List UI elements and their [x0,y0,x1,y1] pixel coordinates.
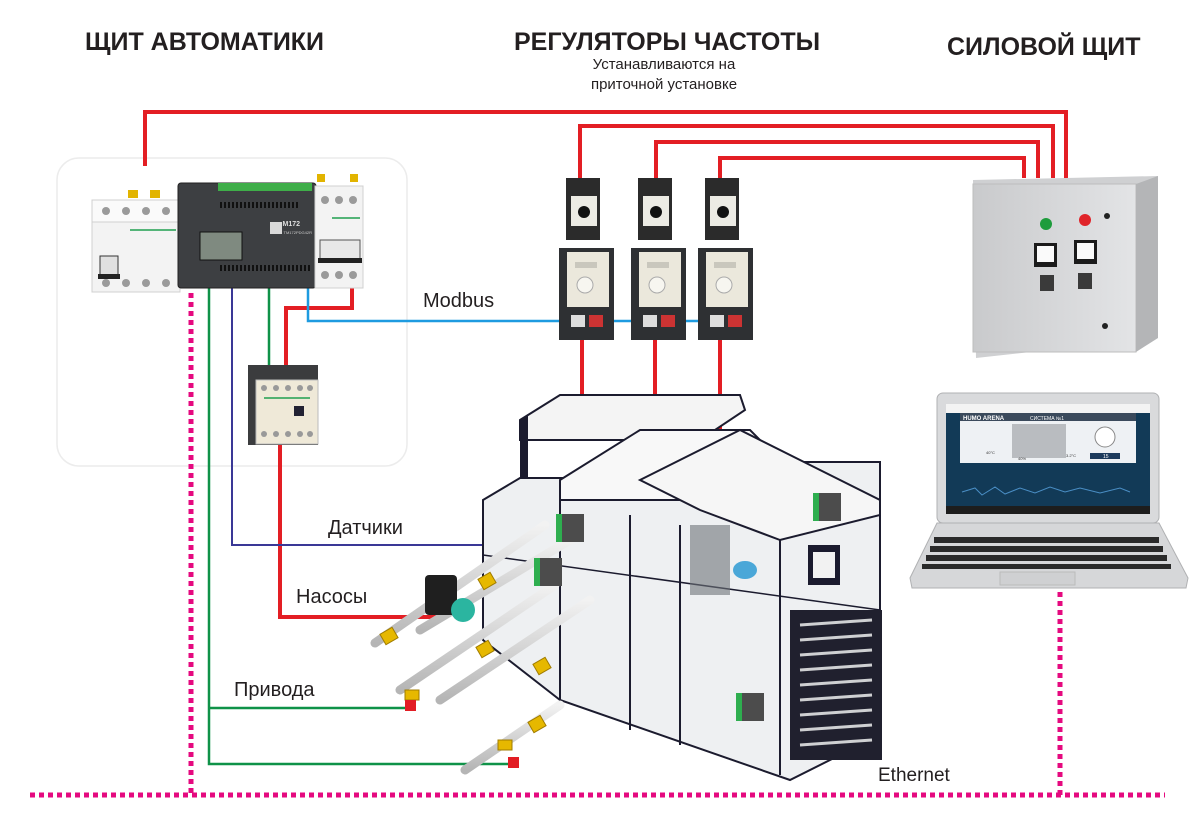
motor-breaker-1 [566,178,600,240]
sensors [534,493,841,721]
frequency-regulators-title: РЕГУЛЯТОРЫ ЧАСТОТЫ [514,28,821,56]
frequency-regulators-note: Устанавливаются на приточной установке [564,55,764,95]
power-wire-vfd-2 [654,140,1040,178]
water-pipes [370,520,595,775]
ammeter-right [1074,240,1097,264]
contactor [248,365,319,445]
circulation-pump [425,575,475,622]
power-wire-vfd-1 [578,124,1055,178]
pumps-label: Насосы [296,586,368,608]
sensor-4 [736,693,764,721]
scada-setpoint: 15 [1103,454,1109,460]
valve-actuator-2 [508,757,519,768]
sensor-2 [534,558,562,586]
controller-sub: TM172PDG42R [284,230,313,235]
indicator-lamp-green [1040,218,1052,230]
valve-actuator-1 [405,700,416,711]
pipe-insulation-clamps [379,571,552,751]
selector-switch-right [1078,273,1092,289]
power-wire-automation [143,110,1068,178]
actuators-label: Привода [234,679,315,701]
modbus-label: Modbus [423,290,495,312]
power-wires [143,110,1068,619]
frequency-drive-1 [559,248,614,340]
scada-temp-right: 3.2°C [1066,453,1076,458]
sensor-3 [813,493,841,521]
motor-breaker-2 [638,178,672,240]
automation-panel-title: ЩИТ АВТОМАТИКИ [85,28,325,56]
scada-temp-left: 40°C [986,450,995,455]
vfd-group [559,178,753,340]
sensors-label: Датчики [328,517,403,539]
selector-switch-left [1040,275,1054,291]
power-wire-vfd-3 [718,156,1026,178]
actuator-wires [207,285,512,766]
power-wire-breaker-contactor [284,285,354,365]
motor-breaker-3 [705,178,739,240]
scada-title: HUMO ARENA [963,416,1005,422]
power-wire-pumps [278,440,445,619]
actuator-wire-outer [207,285,512,766]
power-cabinet [972,176,1158,358]
power-panel-title: СИЛОВОЙ ЩИТ [947,33,1141,61]
note-line-1: Устанавливаются на [592,56,736,73]
lock-icon [1104,213,1110,219]
scada-system: СИСТЕМА №1 [1030,416,1064,422]
frequency-drive-2 [631,248,686,340]
indicator-lamp-red [1079,214,1091,226]
frequency-drive-3 [698,248,753,340]
circuit-breaker [314,174,364,289]
plc-controller: M172 TM172PDG42R [177,182,317,289]
controller-model: M172 [282,221,300,228]
laptop-scada: HUMO ARENA СИСТЕМА №1 15 40°C 3.2°C 40% … [909,392,1189,589]
sensor-1 [556,514,584,542]
rcd-breaker [91,190,181,293]
ammeter-left [1034,243,1057,267]
note-line-2: приточной установке [590,76,738,93]
ethernet-wires [30,293,1165,798]
lock-icon [1102,323,1108,329]
ethernet-label: Ethernet [878,765,950,786]
scada-valve: 40% [1018,456,1026,461]
